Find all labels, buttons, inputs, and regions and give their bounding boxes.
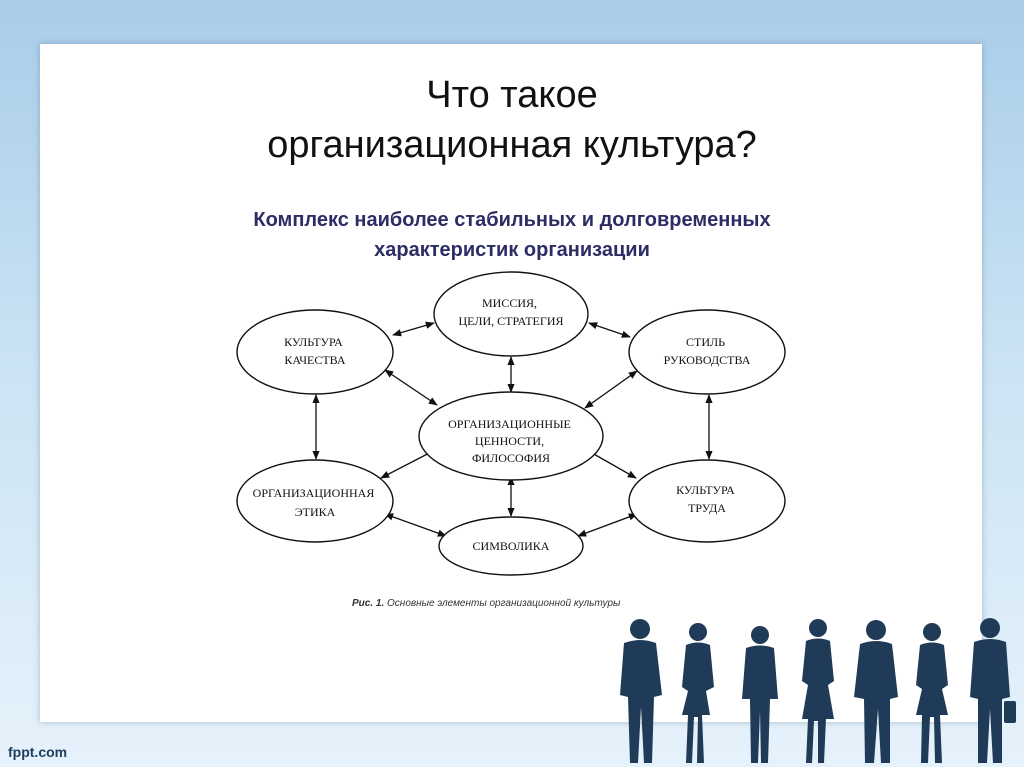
title-line-2: организационная культура? bbox=[267, 124, 757, 166]
business-people-silhouettes-icon bbox=[620, 618, 1016, 763]
node-style bbox=[628, 309, 786, 395]
slide-title: Что такое организационная культура? bbox=[0, 70, 1024, 170]
node-quality bbox=[236, 309, 394, 395]
node-labor-label: КУЛЬТУРА ТРУДА bbox=[676, 483, 738, 515]
person-silhouette-icon bbox=[620, 619, 662, 763]
arrow-labor-symbols bbox=[577, 513, 638, 537]
node-style-label: СТИЛЬ РУКОВОДСТВА bbox=[664, 335, 751, 367]
node-quality-label: КУЛЬТУРА КАЧЕСТВА bbox=[284, 335, 346, 367]
node-ethics bbox=[236, 459, 394, 543]
figure-caption: Рис. 1. Основные элементы организационно… bbox=[352, 598, 620, 609]
node-center bbox=[418, 391, 604, 481]
arrow-ethics-symbols bbox=[384, 513, 447, 537]
node-mission bbox=[433, 271, 589, 357]
node-labor bbox=[628, 459, 786, 543]
caption-text: Основные элементы организационной культу… bbox=[387, 598, 621, 609]
node-ethics-label: ОРГАНИЗАЦИОННАЯ ЭТИКА bbox=[253, 486, 378, 519]
subtitle-line-2: характеристик организации bbox=[374, 239, 650, 261]
arrow-mission-style bbox=[588, 322, 631, 338]
caption-label: Рис. 1. bbox=[352, 598, 385, 609]
person-silhouette-icon bbox=[970, 618, 1016, 763]
subtitle-line-1: Комплекс наиболее стабильных и долговрем… bbox=[253, 209, 771, 231]
person-silhouette-icon bbox=[682, 623, 714, 763]
arrow-quality-mission bbox=[392, 321, 435, 337]
arrow-quality-center bbox=[384, 369, 438, 406]
title-line-1: Что такое bbox=[426, 74, 598, 116]
person-silhouette-icon bbox=[802, 619, 834, 763]
node-mission-label: МИССИЯ, ЦЕЛИ, СТРАТЕГИЯ bbox=[459, 296, 564, 328]
person-silhouette-icon bbox=[742, 626, 778, 763]
node-center-label: ОРГАНИЗАЦИОННЫЕ ЦЕННОСТИ, ФИЛОСОФИЯ bbox=[448, 417, 574, 465]
person-silhouette-icon bbox=[916, 623, 948, 763]
node-symbols bbox=[438, 516, 584, 576]
slide-subtitle: Комплекс наиболее стабильных и долговрем… bbox=[0, 205, 1024, 265]
footer-brand: fppt.com bbox=[8, 744, 68, 760]
person-silhouette-icon bbox=[854, 620, 898, 763]
arrow-style-center bbox=[584, 370, 638, 409]
node-symbols-label: СИМВОЛИКА bbox=[473, 539, 550, 553]
